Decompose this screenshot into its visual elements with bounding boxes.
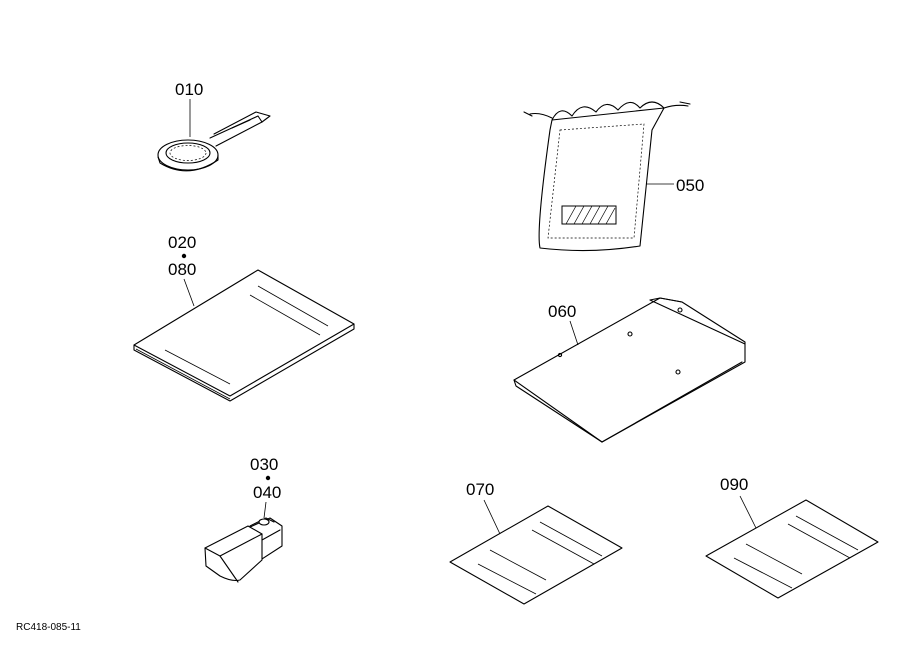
part-050-tool-bag: [523, 101, 691, 252]
leader-030-040: [263, 501, 267, 519]
part-020-manual: [133, 269, 355, 402]
label-080: 080: [168, 260, 196, 279]
part-030-fuse-block: [204, 517, 283, 583]
label-030: 030: [250, 455, 278, 474]
part-070-sheet: [449, 505, 623, 605]
leader-060: [569, 320, 579, 346]
leader-070: [483, 499, 501, 535]
label-separator-dot: [265, 475, 271, 481]
leader-020-080: [183, 278, 195, 307]
drawing-code: RC418-085-11: [16, 622, 81, 633]
label-050: 050: [676, 176, 704, 195]
part-060-cover-plate: [513, 297, 746, 443]
label-020: 020: [168, 233, 196, 252]
leader-090: [739, 495, 757, 529]
label-010: 010: [175, 80, 203, 99]
label-070: 070: [466, 480, 494, 499]
label-040: 040: [253, 483, 281, 502]
label-060: 060: [548, 302, 576, 321]
label-090: 090: [720, 475, 748, 494]
part-090-sheet: [705, 499, 879, 599]
part-010-wrench: [157, 111, 271, 172]
label-separator-dot: [181, 253, 187, 259]
